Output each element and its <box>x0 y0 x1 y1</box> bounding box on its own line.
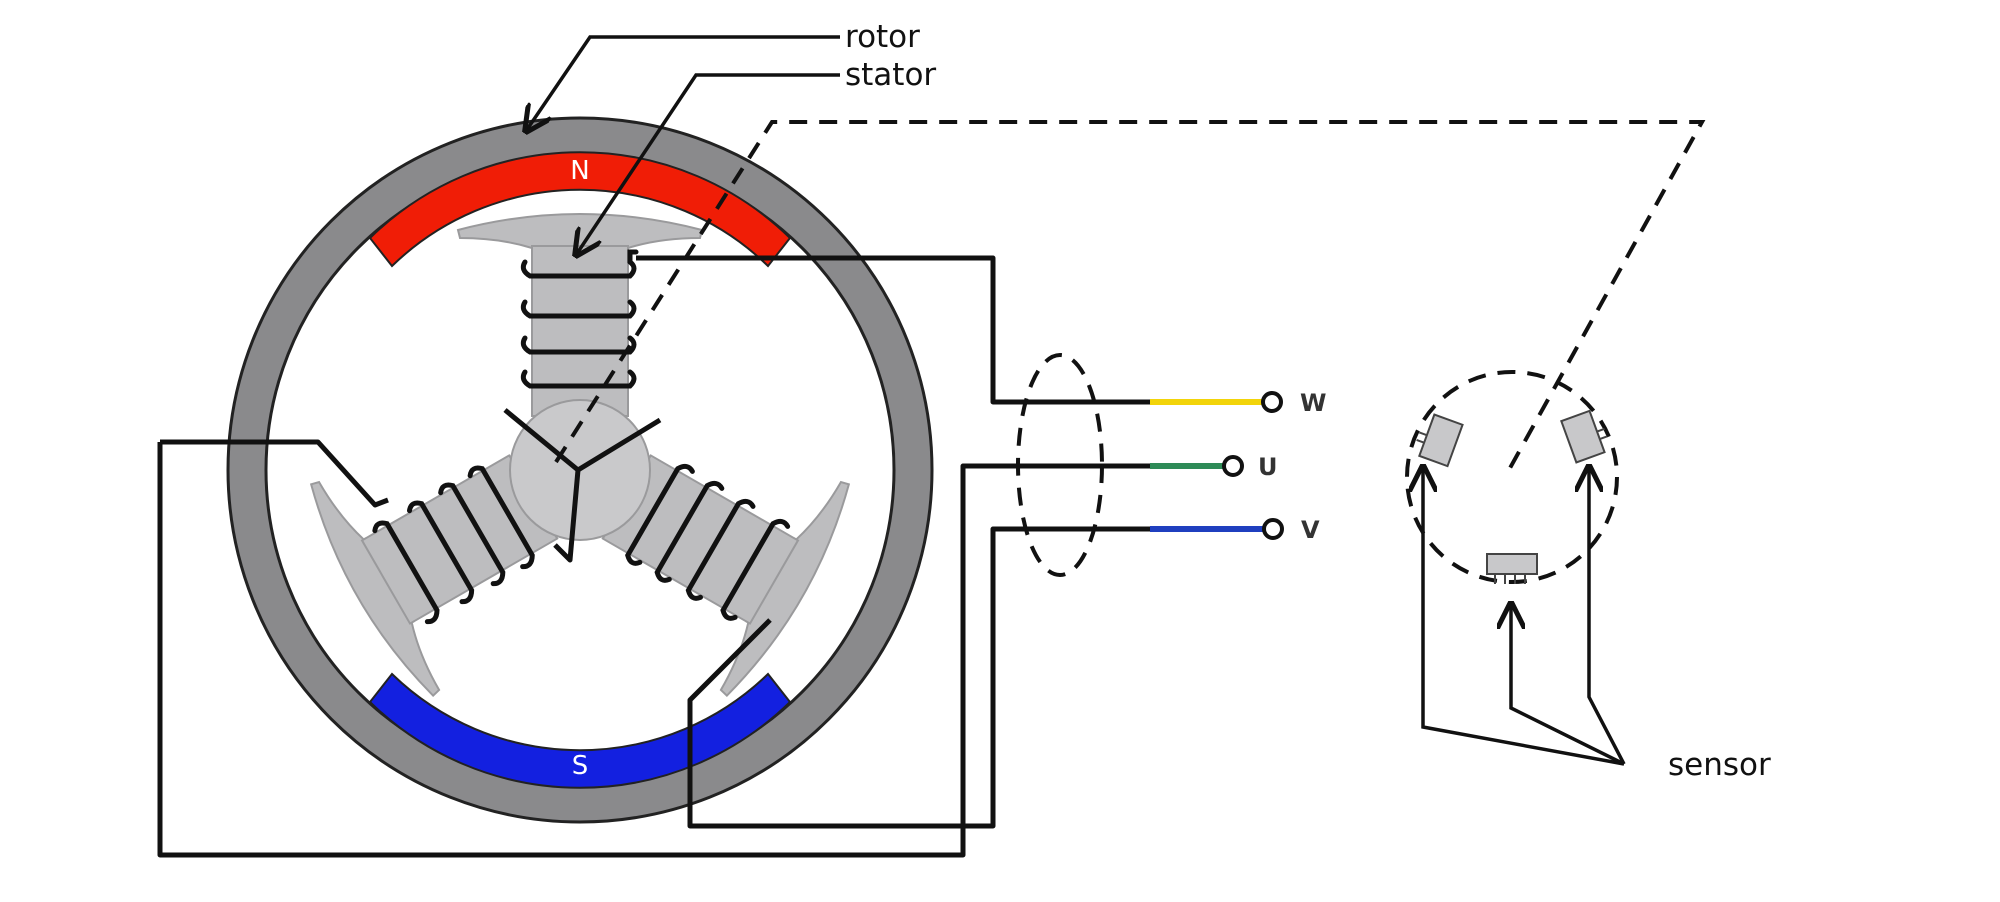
sensor-arrow-middle <box>1511 604 1625 766</box>
south-pole-label-text: S <box>572 751 589 781</box>
wire-w-black <box>636 255 1150 405</box>
stator <box>296 213 864 705</box>
hall-sensor-right <box>1560 409 1608 464</box>
wire-u-black <box>157 439 1150 858</box>
terminal-v <box>1262 518 1284 540</box>
coil-top <box>520 249 639 389</box>
sensor-label: sensor <box>1668 747 1771 783</box>
north-pole-label: N <box>570 156 589 186</box>
sensor-arrow-left <box>1423 467 1625 766</box>
stator-leader <box>576 73 840 255</box>
north-magnet <box>368 151 792 268</box>
hall-sensor-left <box>1416 413 1464 468</box>
rotor-label: rotor <box>845 19 920 55</box>
stator-label: stator <box>845 57 936 93</box>
projection-line-top <box>554 120 1706 478</box>
rotor-ring <box>228 118 932 822</box>
cable-bundle-outline <box>1016 353 1104 577</box>
terminal-w-label: W <box>1300 389 1326 417</box>
hall-sensor-bottom <box>1486 553 1538 584</box>
rotor-leader <box>526 35 840 131</box>
coil-lower-left <box>372 465 535 625</box>
south-magnet <box>368 672 792 789</box>
terminal-u-label: U <box>1258 453 1278 481</box>
terminal-v-label: V <box>1301 516 1320 544</box>
sensor-ring <box>1405 370 1619 584</box>
wire-v-black <box>687 526 1150 829</box>
coil-lower-right <box>625 463 791 621</box>
terminal-u <box>1222 455 1244 477</box>
terminal-w <box>1261 391 1283 413</box>
star-connection <box>503 408 662 563</box>
sensor-arrow-right <box>1589 467 1626 765</box>
